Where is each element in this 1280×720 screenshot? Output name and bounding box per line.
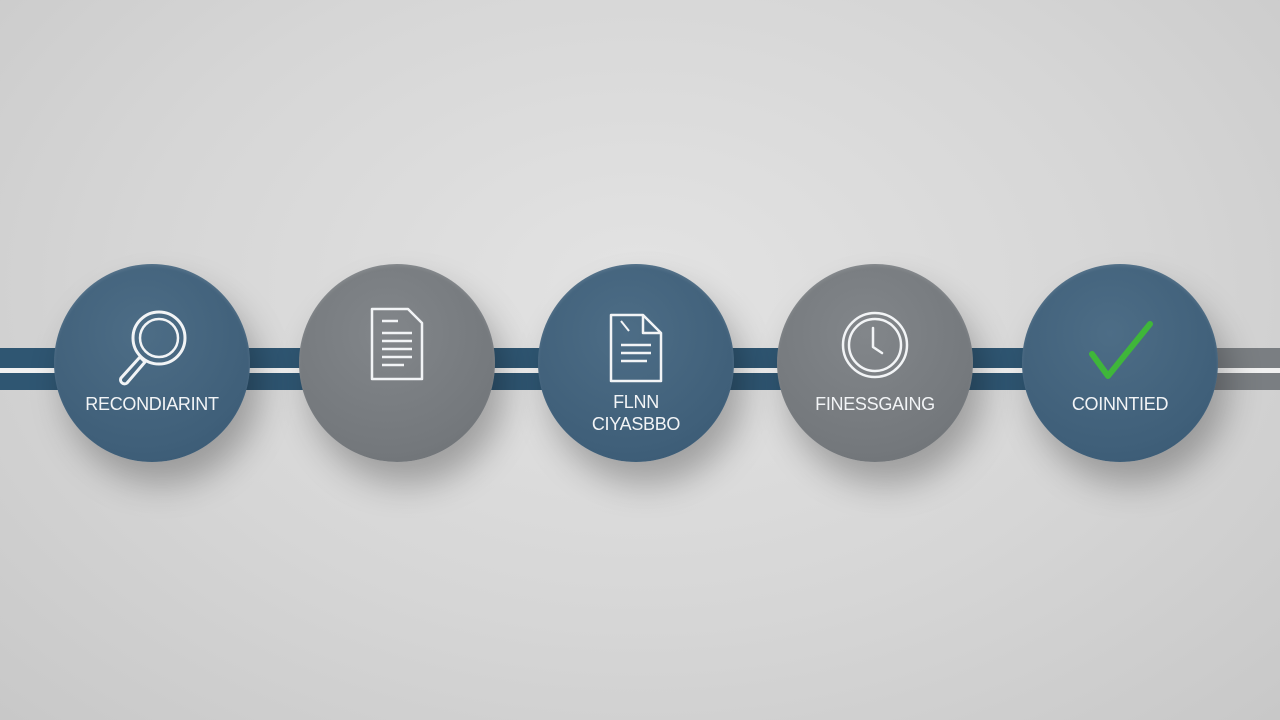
clock-icon xyxy=(840,310,910,385)
step-2 xyxy=(299,264,495,462)
folded-document-icon xyxy=(607,311,665,390)
step-4: FINESSGAING xyxy=(777,264,973,462)
step-5: COINNTIED xyxy=(1022,264,1218,462)
document-icon xyxy=(368,307,426,386)
magnifier-icon xyxy=(107,302,197,397)
checkmark-icon xyxy=(1082,318,1158,389)
step-5-label: COINNTIED xyxy=(1071,394,1169,414)
step-4-label: FINESSGAING xyxy=(815,394,935,414)
step-3-label: FLNN CIYASBBO xyxy=(591,392,681,434)
step-3: FLNN CIYASBBO xyxy=(538,264,734,462)
step-1: RECONDIARINT xyxy=(54,264,250,462)
step-1-label: RECONDIARINT xyxy=(85,394,219,414)
